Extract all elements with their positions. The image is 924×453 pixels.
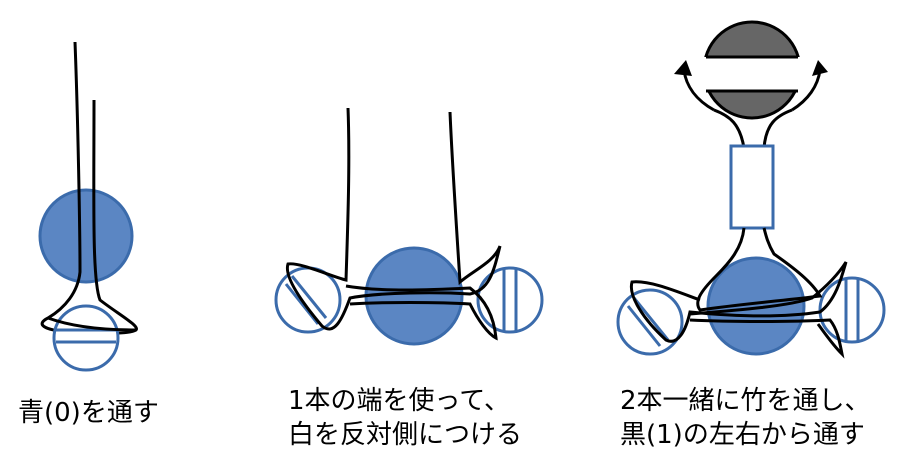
caption-line: 青(0)を通す <box>18 398 159 428</box>
white-bead-right <box>818 276 886 344</box>
step-3-caption: 2本一緒に竹を通し、 黒(1)の左右から通す <box>620 384 871 452</box>
caption-line: 黒(1)の左右から通す <box>620 420 865 450</box>
step-2-illustration <box>274 107 544 346</box>
blue-bead <box>706 256 806 356</box>
blue-bead <box>38 188 134 284</box>
cord <box>285 107 502 331</box>
white-bead-left <box>274 266 342 334</box>
cord-front <box>47 316 137 332</box>
step-3-illustration <box>616 20 886 359</box>
black-bead <box>702 20 802 120</box>
cord-loops-lower <box>689 318 845 359</box>
caption-line: 2本一緒に竹を通し、 <box>620 386 871 416</box>
caption-line: 1本の端を使って、 <box>288 386 510 416</box>
step-2-caption: 1本の端を使って、 白を反対側につける <box>288 384 522 452</box>
cord-lower <box>345 284 498 341</box>
step-1-caption: 青(0)を通す <box>18 396 159 430</box>
caption-line: 白を反対側につける <box>288 420 523 450</box>
step-1-illustration <box>38 41 138 372</box>
arrowhead-left-icon <box>674 60 692 76</box>
blue-bead <box>364 246 464 346</box>
cord-upper <box>713 108 793 149</box>
white-bead <box>52 304 120 372</box>
white-bead-right <box>476 266 544 334</box>
cord-loops <box>629 261 848 343</box>
arrowhead-right-icon <box>812 60 828 76</box>
cord <box>40 41 138 335</box>
bamboo-tube <box>729 144 775 230</box>
cord-lower <box>696 227 823 312</box>
